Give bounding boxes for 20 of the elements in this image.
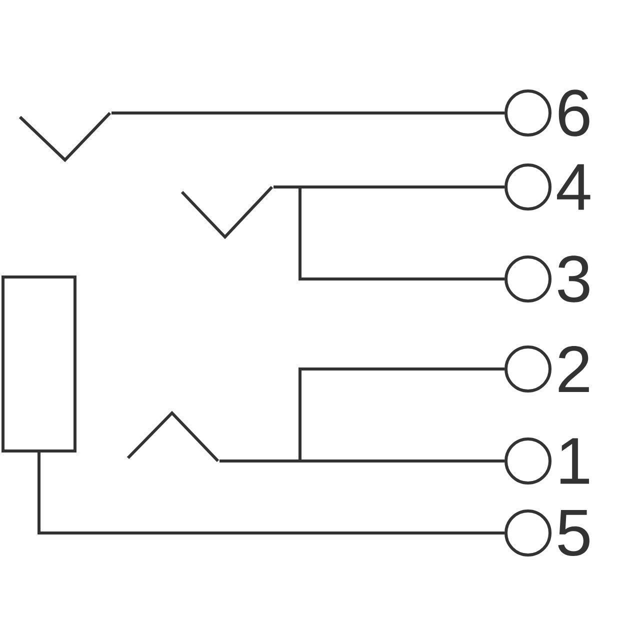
wire [38,452,504,534]
terminal-circle [504,510,552,556]
wire [274,186,504,280]
wire [112,112,504,114]
pin-number: 5 [558,510,590,556]
pin-number: 1 [560,438,589,484]
contact-spring [126,410,220,462]
terminal-circle [504,346,552,392]
terminal-circle [504,164,552,210]
wire [220,460,504,462]
pin-number: 2 [558,346,589,392]
terminal-circle [504,90,552,136]
pin-number: 4 [557,164,590,210]
contact-spring [18,112,112,162]
sleeve-box [2,276,76,452]
contact-spring [180,186,274,240]
terminal-circle [504,256,552,302]
pin-number: 6 [558,90,590,136]
terminal-circle [504,438,552,484]
pin-number: 3 [558,256,590,302]
